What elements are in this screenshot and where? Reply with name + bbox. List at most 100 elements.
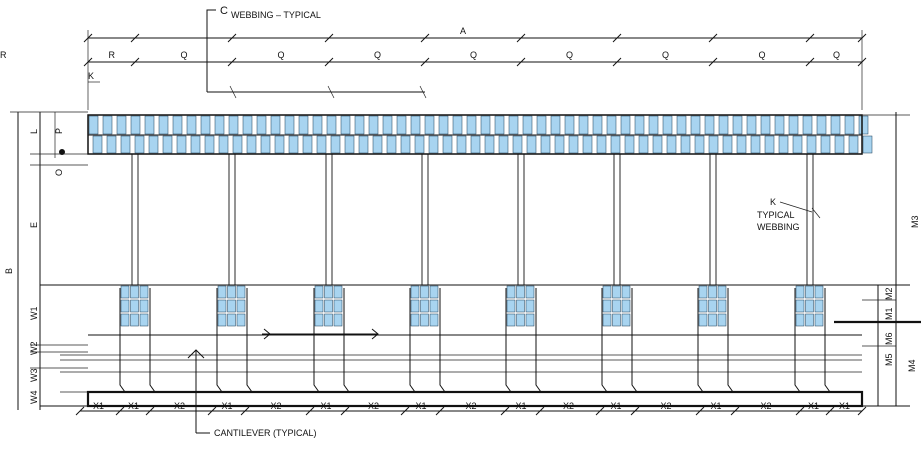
right-dimension-group: M3 M2 M1 M6 M5 M4 <box>862 112 920 406</box>
frame-right <box>727 288 734 393</box>
dim-e-label: E <box>29 222 39 228</box>
webbing-post <box>228 153 236 286</box>
frame-left <box>794 288 801 393</box>
deck-cell <box>722 135 733 154</box>
bottom-dim-label: X1 <box>93 401 104 411</box>
dim-tick <box>595 406 605 416</box>
deck-cell <box>652 135 663 154</box>
dim-tick <box>83 33 93 43</box>
dim-k-top-label: K <box>88 71 94 81</box>
dim-m2-label: M2 <box>884 287 894 300</box>
dim-seg-label: Q <box>759 50 766 60</box>
lower-cell <box>525 285 535 299</box>
deck-cell <box>736 135 747 154</box>
deck-cell <box>214 115 225 135</box>
bottom-dim-label: X1 <box>321 401 332 411</box>
dim-tick <box>805 57 815 67</box>
dim-tick <box>324 57 334 67</box>
webbing-posts <box>131 153 814 286</box>
deck-cell <box>704 115 715 135</box>
dim-seg-label: Q <box>181 50 188 60</box>
lower-cell <box>602 299 612 313</box>
bottom-dim-label: X2 <box>761 401 772 411</box>
webbing-note-label: WEBBING <box>757 222 800 232</box>
deck-cell <box>540 135 551 154</box>
dim-tick <box>240 406 250 416</box>
top-deck <box>87 114 910 155</box>
lower-cell <box>612 299 621 313</box>
frame-left <box>313 288 320 393</box>
deck-cell <box>816 115 827 135</box>
deck-cell <box>148 135 159 154</box>
dim-b-label: B <box>4 268 14 274</box>
deck-cell <box>526 135 537 154</box>
lower-cell <box>324 313 333 327</box>
dim-tick <box>227 57 237 67</box>
dim-p-label: P <box>54 128 64 134</box>
bottom-dim-label: X1 <box>516 401 527 411</box>
deck-cell <box>466 115 477 135</box>
lower-cell <box>139 285 149 299</box>
deck-cell <box>218 135 229 154</box>
deck-cell <box>844 115 855 135</box>
lower-cell <box>227 299 236 313</box>
deck-cell <box>120 135 131 154</box>
dim-w3-label: W3 <box>29 369 39 383</box>
frame-left <box>216 288 223 393</box>
deck-cell <box>452 115 463 135</box>
bottom-dim-label: X1 <box>416 401 427 411</box>
deck-cell <box>158 115 169 135</box>
lower-cell <box>130 299 139 313</box>
lower-cell <box>410 299 420 313</box>
lower-cell <box>420 313 429 327</box>
dim-tick <box>630 406 640 416</box>
deck-cell <box>424 115 435 135</box>
dim-tick <box>75 406 85 416</box>
lower-cell <box>314 285 324 299</box>
dim-l-label: L <box>29 129 39 134</box>
frame-left <box>119 288 126 393</box>
deck-cell <box>694 135 705 154</box>
lower-cell <box>602 313 612 327</box>
cantilever-typical-note: CANTILEVER (TYPICAL) <box>214 428 317 438</box>
deck-cell <box>386 135 397 154</box>
deck-cell <box>428 135 439 154</box>
deck-cell <box>592 115 603 135</box>
dim-tick <box>708 57 718 67</box>
lower-cell <box>795 299 805 313</box>
lower-cell <box>506 285 516 299</box>
lower-cell <box>795 313 805 327</box>
deck-cell <box>284 115 295 135</box>
lower-cell <box>525 313 535 327</box>
lower-cell <box>429 285 439 299</box>
deck-cell <box>606 115 617 135</box>
frame-right <box>631 288 638 393</box>
deck-cell <box>354 115 365 135</box>
lower-cell <box>602 285 612 299</box>
deck-cell <box>498 135 509 154</box>
lower-cell <box>120 313 130 327</box>
dim-tick <box>305 406 315 416</box>
webbing-post <box>517 153 525 286</box>
lower-cell <box>708 299 717 313</box>
dim-seg-label: R <box>0 50 7 60</box>
lower-cell <box>795 285 805 299</box>
dim-tick <box>708 33 718 43</box>
deck-cell <box>302 135 313 154</box>
bottom-dim-label: X2 <box>661 401 672 411</box>
dim-tick <box>516 57 526 67</box>
typical-note-label: TYPICAL <box>757 210 795 220</box>
deck-cell <box>662 115 673 135</box>
dim-seg-label: Q <box>662 50 669 60</box>
deck-cell <box>102 115 113 135</box>
left-dimension-group: B L P O E W1 W2 W3 W4 <box>4 111 88 410</box>
deck-cell <box>144 115 155 135</box>
deck-cell <box>788 115 799 135</box>
lower-cell <box>236 285 246 299</box>
deck-cell <box>806 135 817 154</box>
frame-right <box>439 288 446 393</box>
dim-seg-label: Q <box>374 50 381 60</box>
frame-right <box>246 288 253 393</box>
dim-m4-label: M4 <box>907 359 917 372</box>
